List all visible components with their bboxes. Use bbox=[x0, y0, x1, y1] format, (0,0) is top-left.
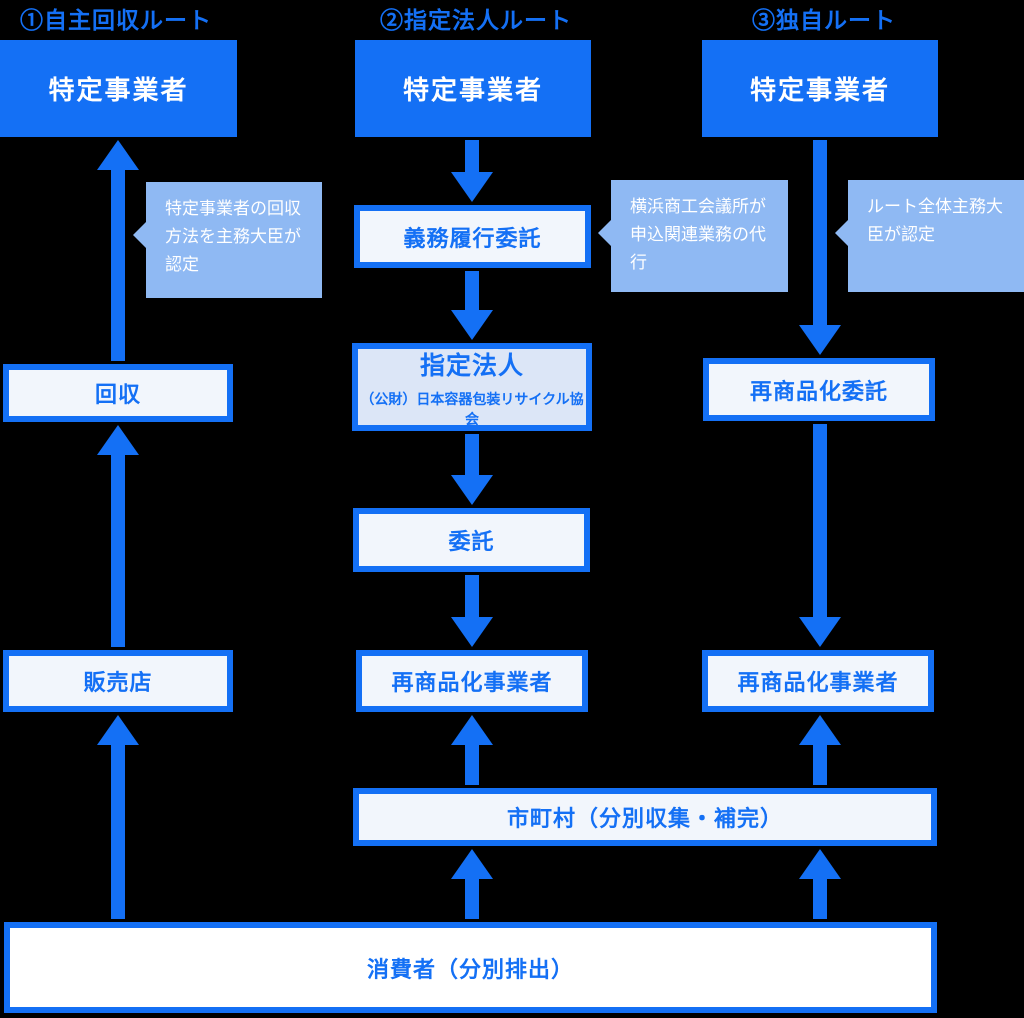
arrow-up-retailer-to-collection bbox=[97, 425, 139, 647]
arrow-shaft bbox=[111, 741, 125, 919]
arrow-up-consumer-to-retailer bbox=[97, 715, 139, 919]
arrow-shaft bbox=[465, 434, 479, 479]
node-producer-route2: 特定事業者 bbox=[355, 40, 591, 137]
node-designated-corporation: 指定法人 （公財）日本容器包装リサイクル協会 bbox=[352, 343, 592, 431]
route1-title: ①自主回収ルート bbox=[20, 7, 212, 33]
arrow-head-icon bbox=[97, 140, 139, 170]
arrow-up-consumer-to-municipality-left bbox=[451, 849, 493, 919]
arrow-down-producer-to-recycling-consignment bbox=[799, 140, 841, 355]
arrow-head-icon bbox=[799, 325, 841, 355]
arrow-head-icon bbox=[451, 475, 493, 505]
arrow-shaft bbox=[813, 424, 827, 621]
arrow-shaft bbox=[465, 271, 479, 314]
arrow-head-icon bbox=[97, 425, 139, 455]
route3-title: ③独自ルート bbox=[752, 7, 896, 33]
callout-minister-approval-collection: 特定事業者の回収方法を主務大臣が認定 bbox=[133, 182, 322, 298]
arrow-head-icon bbox=[799, 715, 841, 745]
node-recycling-consignment: 再商品化委託 bbox=[703, 358, 935, 421]
node-municipality: 市町村（分別収集・補完） bbox=[353, 788, 937, 846]
node-obligation-consignment: 義務履行委託 bbox=[354, 205, 591, 268]
callout-yokohama-cci: 横浜商工会議所が申込関連業務の代行 bbox=[598, 180, 788, 292]
node-consignment: 委託 bbox=[353, 508, 590, 572]
node-producer-route1: 特定事業者 bbox=[0, 40, 237, 137]
callout-tail-icon bbox=[835, 220, 848, 246]
arrow-down-recycling-consignment-to-recycler bbox=[799, 424, 841, 647]
arrow-shaft bbox=[465, 140, 479, 176]
node-recycler-route2: 再商品化事業者 bbox=[356, 650, 588, 712]
arrow-head-icon bbox=[799, 617, 841, 647]
arrow-up-collection-to-producer bbox=[97, 140, 139, 361]
node-retailer: 販売店 bbox=[3, 650, 233, 712]
arrow-up-municipality-to-recycler3 bbox=[799, 715, 841, 785]
route2-title: ②指定法人ルート bbox=[380, 7, 572, 33]
arrow-up-consumer-to-municipality-right bbox=[799, 849, 841, 919]
arrow-down-obligation-to-designated bbox=[451, 271, 493, 340]
designated-corporation-subname: （公財）日本容器包装リサイクル協会 bbox=[360, 390, 584, 427]
arrow-down-producer-to-obligation bbox=[451, 140, 493, 202]
node-producer-route3: 特定事業者 bbox=[702, 40, 938, 137]
arrow-head-icon bbox=[451, 715, 493, 745]
arrow-head-icon bbox=[451, 310, 493, 340]
arrow-shaft bbox=[465, 575, 479, 621]
arrow-shaft bbox=[813, 140, 827, 329]
arrow-head-icon bbox=[451, 849, 493, 879]
arrow-shaft bbox=[465, 741, 479, 785]
arrow-down-consignment-to-recycler bbox=[451, 575, 493, 647]
callout-tail-icon bbox=[598, 220, 611, 246]
callout-text: ルート全体主務大臣が認定 bbox=[867, 197, 1003, 245]
arrow-up-municipality-to-recycler2 bbox=[451, 715, 493, 785]
callout-tail-icon bbox=[133, 222, 146, 248]
arrow-head-icon bbox=[97, 715, 139, 745]
arrow-down-designated-to-consignment bbox=[451, 434, 493, 505]
callout-text: 特定事業者の回収方法を主務大臣が認定 bbox=[165, 199, 301, 275]
arrow-shaft bbox=[813, 741, 827, 785]
node-recycler-route3: 再商品化事業者 bbox=[702, 650, 934, 712]
callout-text: 横浜商工会議所が申込関連業務の代行 bbox=[630, 197, 766, 273]
arrow-shaft bbox=[111, 166, 125, 361]
node-consumer: 消費者（分別排出） bbox=[4, 922, 937, 1013]
arrow-head-icon bbox=[451, 617, 493, 647]
callout-minister-approval-route: ルート全体主務大臣が認定 bbox=[835, 180, 1024, 292]
designated-corporation-name: 指定法人 bbox=[419, 351, 524, 380]
arrow-shaft bbox=[111, 451, 125, 647]
arrow-shaft bbox=[813, 875, 827, 919]
arrow-shaft bbox=[465, 875, 479, 919]
arrow-head-icon bbox=[451, 172, 493, 202]
node-collection: 回収 bbox=[3, 364, 233, 422]
arrow-head-icon bbox=[799, 849, 841, 879]
